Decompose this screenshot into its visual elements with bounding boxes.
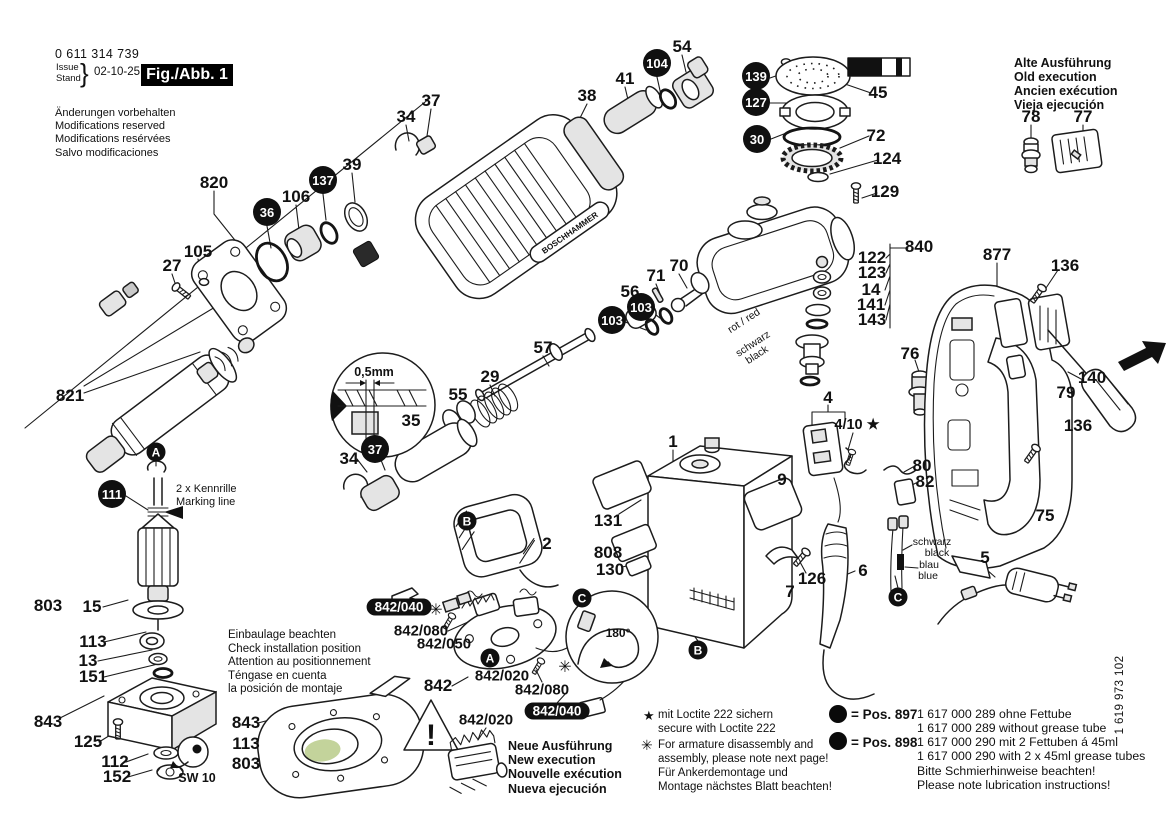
note-line: 1 617 000 290 with 2 x 45ml grease tubes [917, 749, 1146, 764]
note-line: 2 x Kennrille [176, 483, 237, 495]
wrench-detail [170, 736, 209, 769]
warning-exclamation: ! [426, 719, 436, 752]
note-line: Old execution [1014, 70, 1097, 84]
piston-group [625, 271, 710, 336]
plate-131 [592, 460, 652, 510]
issue-label: Issue [56, 62, 79, 73]
note-line: Neue Ausführung [508, 739, 613, 753]
armature-note: For armature disassembly and assembly, pl… [658, 738, 832, 794]
pos-898-dot [829, 732, 847, 750]
note-line: Montage nächstes Blatt beachten! [658, 781, 832, 793]
issue-stand: Issue Stand [56, 62, 81, 84]
note-line: Nueva ejecución [508, 781, 607, 796]
pos-897-label: = Pos. 897 [851, 707, 918, 722]
striker-catcher [603, 56, 714, 135]
note-line: 1 617 000 290 mit 2 Fettuben á 45ml [917, 735, 1118, 749]
note-line: Bitte Schmierhinweise beachten! [917, 763, 1096, 778]
gap-detail [330, 352, 436, 458]
fan-assembly [775, 56, 862, 204]
bearing-plate [107, 677, 217, 780]
loctite-star-symbol: ★ [643, 708, 655, 723]
note-line: Änderungen vorbehalten [55, 107, 176, 119]
note-line: 1 617 000 289 ohne Fettube [917, 707, 1072, 721]
note-line: New execution [508, 753, 596, 768]
loop-detail [565, 590, 659, 684]
power-plug [937, 567, 1078, 625]
note-line: Marking line [176, 495, 236, 508]
armature-asterisk-symbol: ✳ [641, 737, 653, 753]
spindle-assembly [85, 239, 288, 473]
scale-bar [847, 57, 911, 77]
note-line: Téngase en cuenta [228, 669, 327, 682]
pos-898-label: = Pos. 898 [851, 735, 918, 750]
note-line: For armature disassembly and [658, 739, 814, 751]
note-line: Für Ankerdemontage und [658, 767, 788, 779]
note-line: assembly, please note next page! [658, 753, 829, 765]
new-brush-holder [447, 729, 508, 794]
figure-label: Fig./Abb. 1 [141, 64, 233, 86]
order-number: 0 611 314 739 [55, 47, 140, 61]
note-line: Einbaulage beachten [228, 629, 337, 641]
note-line: Attention au positionnement [228, 656, 371, 669]
latch-parts [994, 282, 1071, 466]
pos-897-dot [829, 705, 847, 723]
note-line: secure with Loctite 222 [658, 723, 776, 735]
note-line: Check installation position [228, 642, 361, 655]
spindle-seals [255, 132, 437, 283]
note-line: 1 617 000 289 without grease tube [917, 721, 1107, 736]
direction-arrow [1118, 341, 1166, 371]
note-line: Alte Ausführung [1014, 56, 1112, 70]
note-line: Modifications resérvées [55, 133, 171, 146]
document-number-vertical: 1 619 973 102 [1114, 655, 1126, 735]
note-line: Modifications reserved [55, 120, 166, 133]
plate-9 [743, 477, 803, 531]
note-line: Vieja ejecución [1014, 98, 1105, 112]
loctite-note: mit Loctite 222 sichern secure with Locti… [658, 708, 776, 736]
motor-housing: BOSCHHAMMER [414, 114, 625, 300]
crank-housing [696, 196, 856, 315]
switch [802, 421, 917, 523]
issue-brace: } [80, 58, 89, 88]
plate-808 [611, 523, 657, 563]
note-line: mit Loctite 222 sichern [658, 709, 774, 721]
plate-detail: ! [256, 675, 459, 799]
housing-shell [923, 284, 1073, 579]
crank-parts [795, 255, 832, 387]
field-coil [453, 493, 543, 578]
striker-group [342, 327, 596, 512]
issue-date: 02-10-25 [94, 66, 141, 78]
note-line: Please note lubrication instructions! [917, 778, 1111, 793]
note-line: Ancien exécution [1014, 84, 1118, 98]
note-line: Salvo modificaciones [55, 146, 159, 159]
note-line: la posición de montaje [228, 683, 343, 696]
plate-130 [625, 555, 652, 577]
old-parts [1021, 128, 1103, 174]
stand-label: Stand [56, 73, 81, 84]
armature [132, 460, 184, 679]
note-line: Nouvelle exécution [508, 767, 622, 782]
switch-wires [887, 515, 909, 593]
cord-sleeve [819, 523, 875, 700]
motor-case [647, 437, 793, 649]
screwdriver [1047, 329, 1137, 433]
